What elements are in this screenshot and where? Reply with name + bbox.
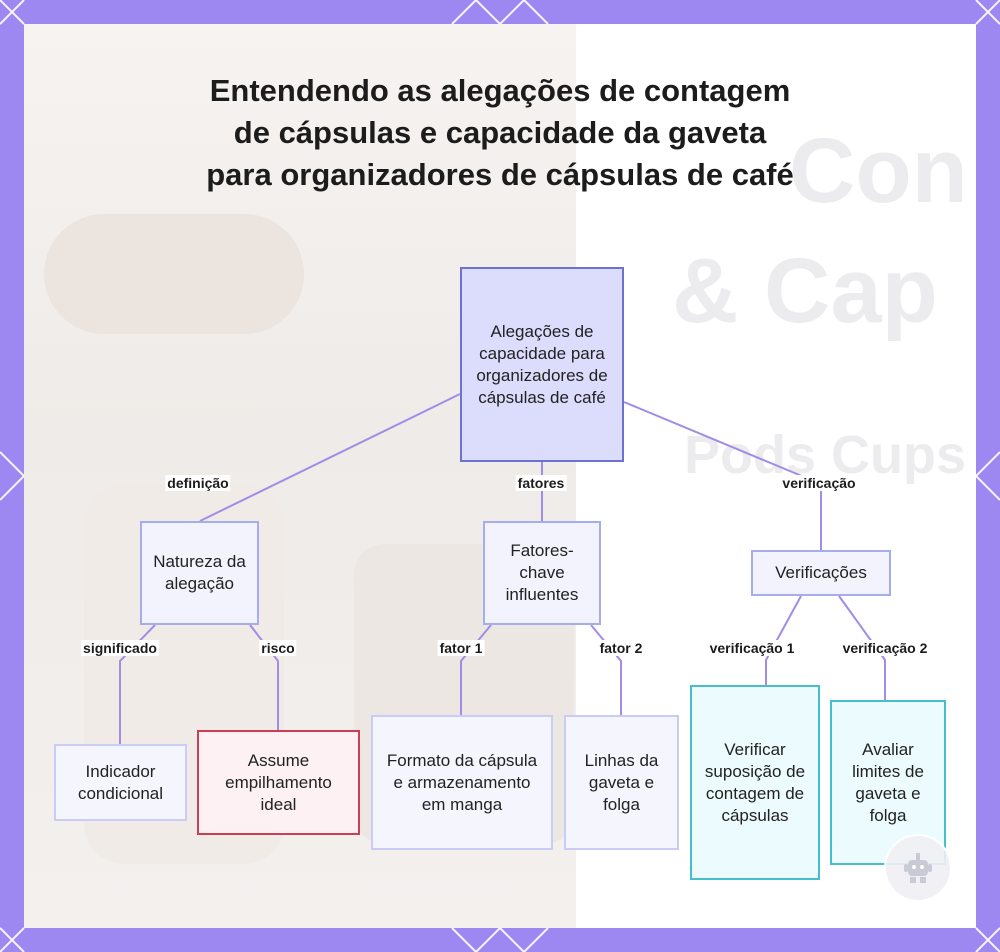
edge-label-fator1: fator 1 [437,640,485,656]
edge-root-natureza [199,393,461,522]
node-verificacoes: Verificações [751,550,891,596]
edge-label-verificacao: verificação [780,475,858,491]
edge-fatores-linhas [590,624,622,715]
edge-fatores-formato [460,624,492,715]
edge-natureza-assume [249,624,279,730]
edge-verif-avaliar [838,595,886,700]
node-label: Fatores-chave influentes [505,541,579,604]
edge-verif-verificar [765,595,802,685]
edge-label-verificacao2: verificação 2 [840,640,930,656]
node-label: Verificações [775,563,867,582]
node-verificar: Verificar suposição de contagem de cápsu… [690,685,820,880]
node-label: Indicador condicional [77,761,164,803]
node-natureza: Natureza da alegação [140,521,259,625]
edge-root-verificacoes [623,401,822,485]
node-label: Alegações de capacidade para organizador… [476,321,608,407]
robot-logo-icon [884,834,952,902]
node-label: Linhas da gaveta e folga [584,750,659,814]
edge-natureza-indicador [119,624,156,744]
node-label: Natureza da alegação [153,552,246,593]
node-formato: Formato da cápsula e armazenamento em ma… [371,715,553,850]
background-text: & Cap [672,240,938,342]
background-text: Con [789,120,968,222]
edge-label-significado: significado [81,640,159,656]
node-indicador: Indicador condicional [54,744,187,821]
edge-label-definicao: definição [165,475,231,491]
node-label: Formato da cápsula e armazenamento em ma… [386,750,538,814]
edge-label-fator2: fator 2 [597,640,645,656]
diagram-edges [119,393,886,744]
node-fatores: Fatores-chave influentes [483,521,601,625]
edge-label-verificacao1: verificação 1 [707,640,797,656]
edge-label-fatores: fatores [515,475,567,491]
node-label: Assume empilhamento ideal [225,750,332,814]
diagram-card: Con & Cap Pods Cups Entendendo as alegaç… [24,24,976,928]
diagram-title: Entendendo as alegações de contagem de c… [206,73,794,192]
node-linhas: Linhas da gaveta e folga [564,715,679,850]
node-label: Verificar suposição de contagem de cápsu… [704,739,806,825]
node-assume: Assume empilhamento ideal [197,730,360,835]
edge-label-risco: risco [259,640,297,656]
node-label: Avaliar limites de gaveta e folga [852,739,924,825]
node-root: Alegações de capacidade para organizador… [460,267,624,462]
